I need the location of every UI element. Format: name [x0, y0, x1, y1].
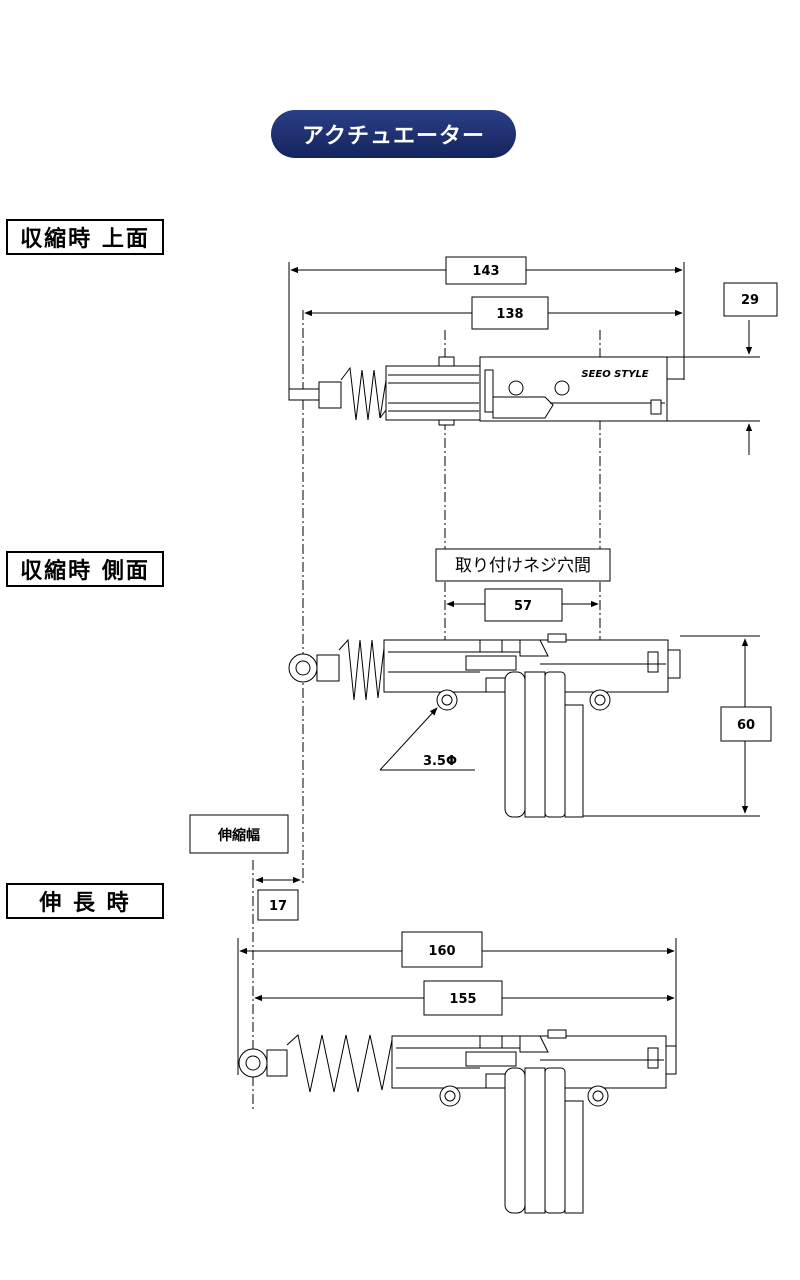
dim-box-29 [723, 282, 778, 317]
dim-57: 57 [514, 599, 532, 614]
dim-60: 60 [737, 718, 755, 733]
dim-155: 155 [449, 992, 476, 1007]
stroke-label: 伸縮幅 [217, 827, 260, 844]
dim-box-143 [445, 256, 527, 285]
dim-138: 138 [496, 307, 523, 322]
page-title: アクチュエーター [271, 110, 516, 158]
section-label-extended: 伸 長 時 [6, 883, 164, 919]
mount-hole-label-box [435, 548, 611, 582]
dim-box-155 [423, 980, 503, 1016]
dim-box-17 [257, 889, 299, 921]
stroke-label-box [189, 814, 289, 854]
actuator-side-view [288, 633, 681, 818]
dim-box-60 [720, 706, 772, 742]
dim-143: 143 [472, 264, 499, 279]
section-label-retracted-top: 収縮時 上面 [6, 219, 164, 255]
actuator-top-view [288, 356, 685, 426]
dim-box-160 [401, 931, 483, 968]
dim-160: 160 [428, 944, 455, 959]
brand-logo: SEEO STYLE [581, 369, 648, 380]
section-label-retracted-side: 収縮時 側面 [6, 551, 164, 587]
dim-29: 29 [741, 293, 759, 308]
mount-hole-label: 取り付けネジ穴間 [455, 556, 591, 576]
hole-diameter: 3.5Φ [423, 754, 457, 769]
dim-box-57 [484, 588, 563, 622]
actuator-extended-view [238, 1029, 677, 1214]
dim-box-138 [471, 296, 549, 330]
dim-17: 17 [269, 899, 287, 914]
